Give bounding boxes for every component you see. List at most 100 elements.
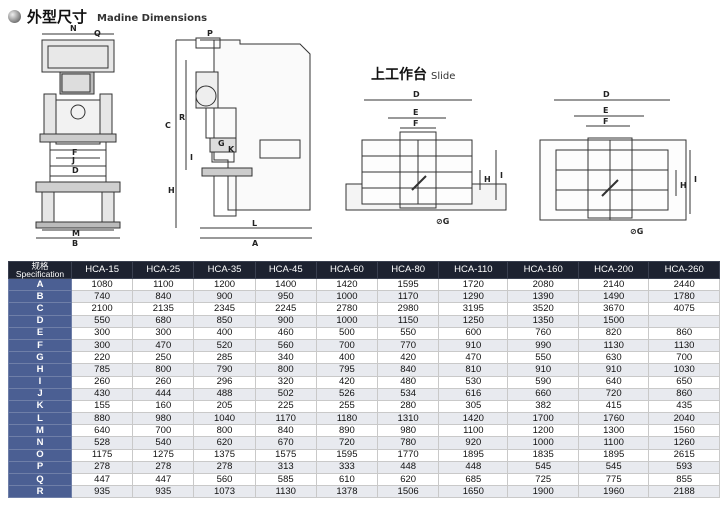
table-cell: 795 bbox=[315, 363, 379, 377]
row-label: K bbox=[8, 399, 72, 414]
dim-label-a: A bbox=[252, 239, 259, 248]
dim-label-i: I bbox=[190, 153, 193, 162]
dim-label-g: G bbox=[218, 139, 225, 148]
table-cell: 840 bbox=[377, 363, 440, 377]
table-cell: 640 bbox=[70, 424, 134, 438]
table-cell: 2135 bbox=[132, 302, 195, 316]
table-cell: 400 bbox=[193, 326, 256, 340]
table-cell: 720 bbox=[577, 387, 650, 401]
table-cell: 550 bbox=[507, 351, 579, 365]
table-cell: 2615 bbox=[648, 448, 720, 462]
model-header: HCA-45 bbox=[254, 261, 317, 279]
table-cell: 720 bbox=[315, 436, 379, 450]
table-cell: 1700 bbox=[507, 412, 579, 426]
table-cell: 333 bbox=[315, 460, 379, 475]
dim-label-n: N bbox=[70, 24, 77, 33]
table-cell: 1000 bbox=[315, 314, 379, 328]
table-cell: 900 bbox=[254, 314, 317, 328]
table-cell: 488 bbox=[193, 387, 256, 401]
table-cell: 775 bbox=[577, 472, 650, 487]
table-cell: 1073 bbox=[193, 485, 256, 499]
table-cell: 448 bbox=[377, 460, 440, 475]
table-cell: 1390 bbox=[507, 290, 579, 304]
table-cell: 800 bbox=[193, 424, 256, 438]
table-cell: 296 bbox=[193, 375, 256, 389]
table-cell: 550 bbox=[70, 314, 134, 328]
table-cell: 155 bbox=[70, 399, 134, 414]
table-cell: 1100 bbox=[577, 436, 650, 450]
table-cell: 840 bbox=[254, 424, 317, 438]
table-cell: 1200 bbox=[507, 424, 579, 438]
dim-label-p: P bbox=[207, 29, 213, 38]
table-cell: 1000 bbox=[507, 436, 579, 450]
table-cell: 2140 bbox=[577, 277, 650, 292]
table-cell: 534 bbox=[377, 387, 440, 401]
table-cell: 685 bbox=[438, 472, 509, 487]
table-cell: 1595 bbox=[377, 277, 440, 292]
table-cell: 3195 bbox=[438, 302, 509, 316]
front-view-drawing bbox=[35, 33, 121, 239]
row-label: C bbox=[8, 302, 72, 316]
table-cell: 1420 bbox=[438, 412, 509, 426]
corner-en: Specification bbox=[15, 269, 65, 279]
table-cell bbox=[648, 314, 720, 328]
dim-label-m: M bbox=[72, 229, 80, 238]
table-cell: 313 bbox=[254, 460, 317, 475]
table-cell: 1575 bbox=[254, 448, 317, 462]
table-cell: 910 bbox=[507, 363, 579, 377]
table-corner: 规格 Specification bbox=[8, 261, 72, 279]
slide2-label-e: E bbox=[603, 106, 608, 115]
table-cell: 670 bbox=[254, 436, 317, 450]
table-cell: 1300 bbox=[577, 424, 650, 438]
table-cell: 447 bbox=[132, 472, 195, 487]
dim-label-b: B bbox=[72, 239, 78, 248]
slide1-label-g: ⊘G bbox=[436, 217, 449, 226]
row-label: P bbox=[8, 460, 72, 475]
table-cell: 760 bbox=[507, 326, 579, 340]
model-header: HCA-80 bbox=[377, 261, 440, 279]
table-cell: 1290 bbox=[438, 290, 509, 304]
table-cell: 785 bbox=[70, 363, 134, 377]
table-cell: 430 bbox=[70, 387, 134, 401]
table-cell: 790 bbox=[193, 363, 256, 377]
table-cell: 1250 bbox=[438, 314, 509, 328]
table-cell: 1960 bbox=[577, 485, 650, 499]
slide2-label-i: I bbox=[694, 175, 697, 184]
table-cell: 935 bbox=[70, 485, 134, 499]
slide-title-cn: 上工作台 bbox=[371, 67, 427, 83]
model-header: HCA-25 bbox=[132, 261, 195, 279]
slide2-label-h: H bbox=[680, 181, 687, 190]
table-cell: 1420 bbox=[315, 277, 379, 292]
table-cell: 860 bbox=[648, 326, 720, 340]
table-cell: 300 bbox=[70, 326, 134, 340]
table-cell: 800 bbox=[254, 363, 317, 377]
table-cell: 3670 bbox=[577, 302, 650, 316]
table-cell: 910 bbox=[438, 338, 509, 353]
table-cell: 280 bbox=[377, 399, 440, 414]
table-cell: 1375 bbox=[193, 448, 256, 462]
table-cell: 1170 bbox=[254, 412, 317, 426]
slide2-label-d: D bbox=[603, 90, 610, 99]
table-cell: 1350 bbox=[507, 314, 579, 328]
table-cell: 340 bbox=[254, 351, 317, 365]
table-cell: 260 bbox=[132, 375, 195, 389]
table-cell: 990 bbox=[507, 338, 579, 353]
table-cell: 560 bbox=[254, 338, 317, 353]
dim-label-d: D bbox=[72, 166, 79, 175]
table-cell: 700 bbox=[648, 351, 720, 365]
table-cell: 1770 bbox=[377, 448, 440, 462]
dim-label-r: R bbox=[179, 113, 185, 122]
table-cell: 540 bbox=[132, 436, 195, 450]
table-cell: 1760 bbox=[577, 412, 650, 426]
table-cell: 616 bbox=[438, 387, 509, 401]
row-label: N bbox=[8, 436, 72, 450]
table-cell: 880 bbox=[70, 412, 134, 426]
table-cell: 820 bbox=[577, 326, 650, 340]
